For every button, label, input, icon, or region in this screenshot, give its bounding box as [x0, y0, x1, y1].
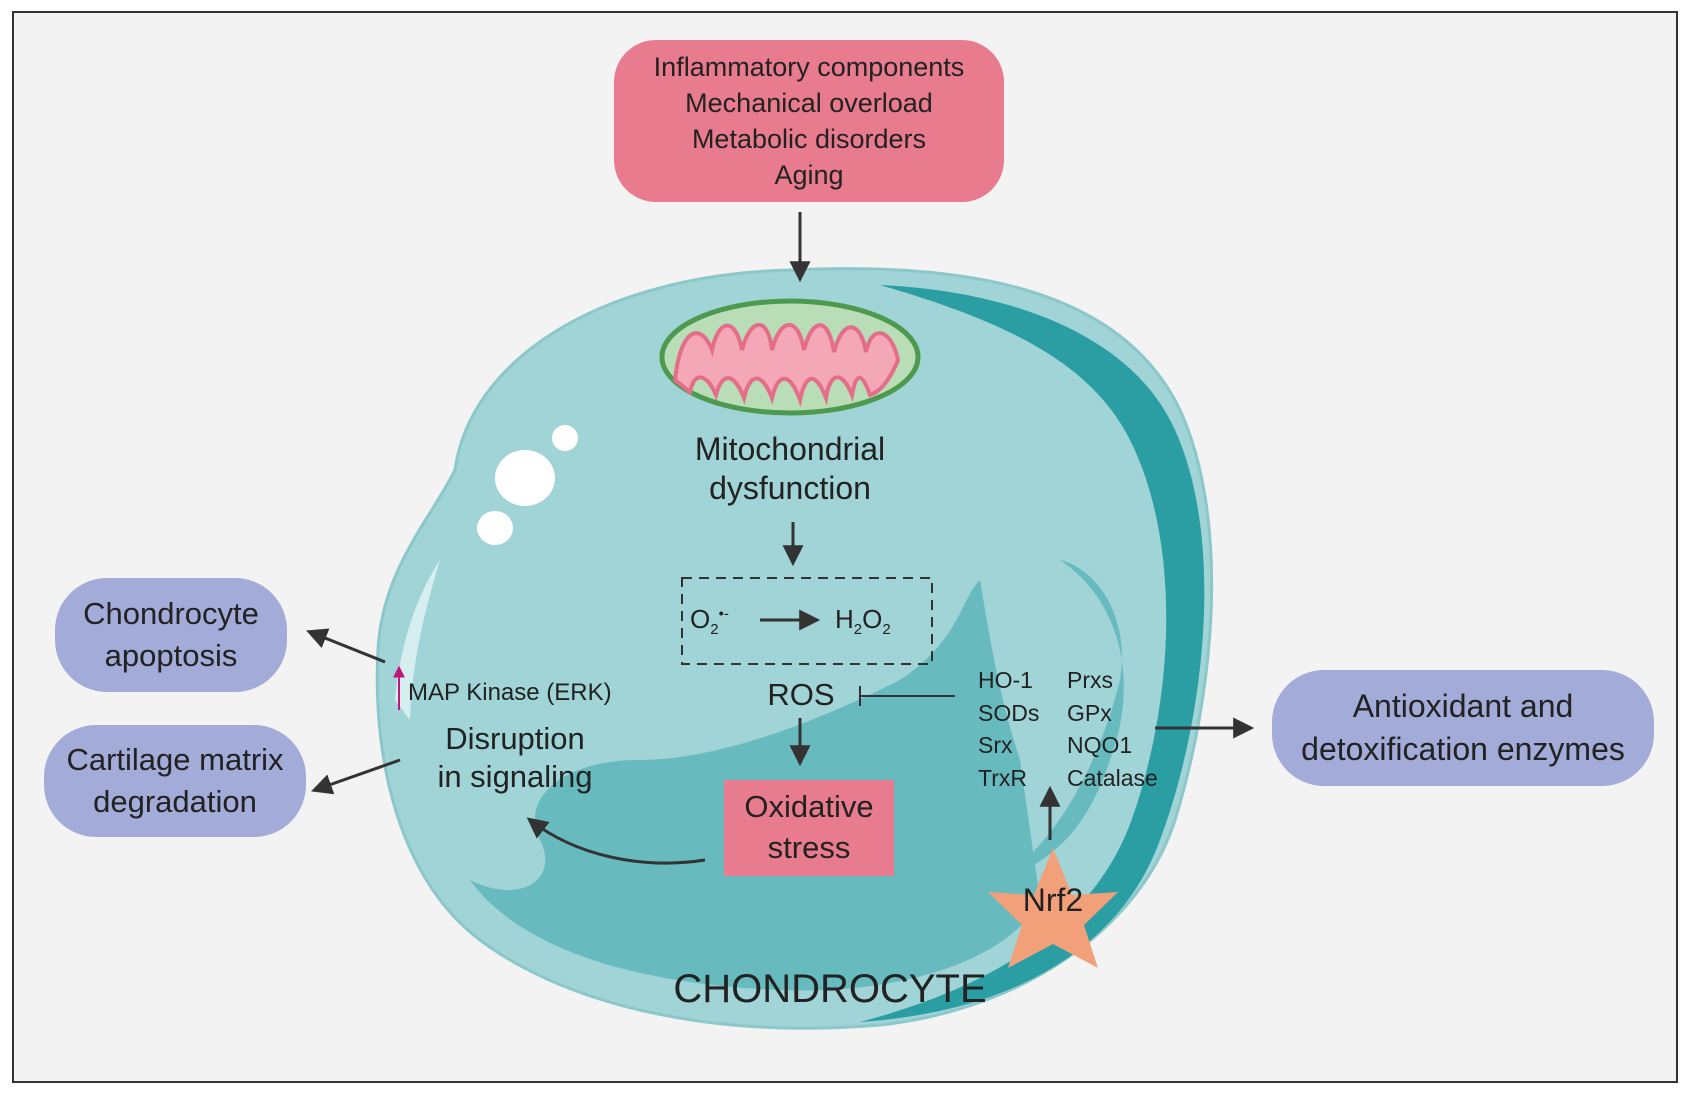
disruption-label: Disruption in signaling [437, 721, 593, 794]
oxidative-stress-box: Oxidative stress [724, 780, 894, 876]
antioxidant-pill: Antioxidant and detoxification enzymes [1272, 670, 1654, 786]
matrix-pill: Cartilage matrix degradation [44, 725, 306, 837]
mito-label: Mitochondrial dysfunction [694, 431, 886, 507]
highlight-bubble [477, 511, 513, 545]
nrf2-label: Nrf2 [1022, 882, 1084, 918]
arrow-stress-to-signaling [526, 817, 706, 865]
highlight-bubble [495, 450, 555, 506]
h2o2-label: H2O2 [835, 604, 891, 639]
highlight-bubble [552, 425, 578, 451]
cause-item: Aging [774, 160, 844, 191]
apoptosis-pill: Chondrocyte apoptosis [55, 578, 287, 692]
cell-inner-shade-2 [1000, 560, 1124, 880]
ros-dashed-box [681, 577, 933, 665]
mitochondrion-icon [659, 298, 921, 416]
cause-item: Metabolic disorders [691, 124, 927, 154]
cell-label: CHONDROCYTE [673, 967, 987, 1011]
map-kinase-label: MAP Kinase (ERK) [408, 679, 612, 706]
causes-box: Inflammatory components Mechanical overl… [614, 40, 1004, 202]
enzyme-list-right: Prxs GPx NQO1 Catalase [1067, 667, 1158, 791]
superoxide-label: O2•- [690, 604, 729, 639]
arrow-to-apoptosis [306, 628, 386, 664]
arrow-to-matrix [311, 758, 401, 795]
nrf2-star-icon [988, 848, 1118, 968]
cause-item: Inflammatory components [653, 51, 965, 82]
ros-label: ROS [767, 677, 835, 712]
cause-item: Mechanical overload [685, 87, 933, 118]
enzyme-list-left: HO-1 SODs Srx TrxR [978, 667, 1040, 791]
highlight-streak [395, 560, 440, 720]
